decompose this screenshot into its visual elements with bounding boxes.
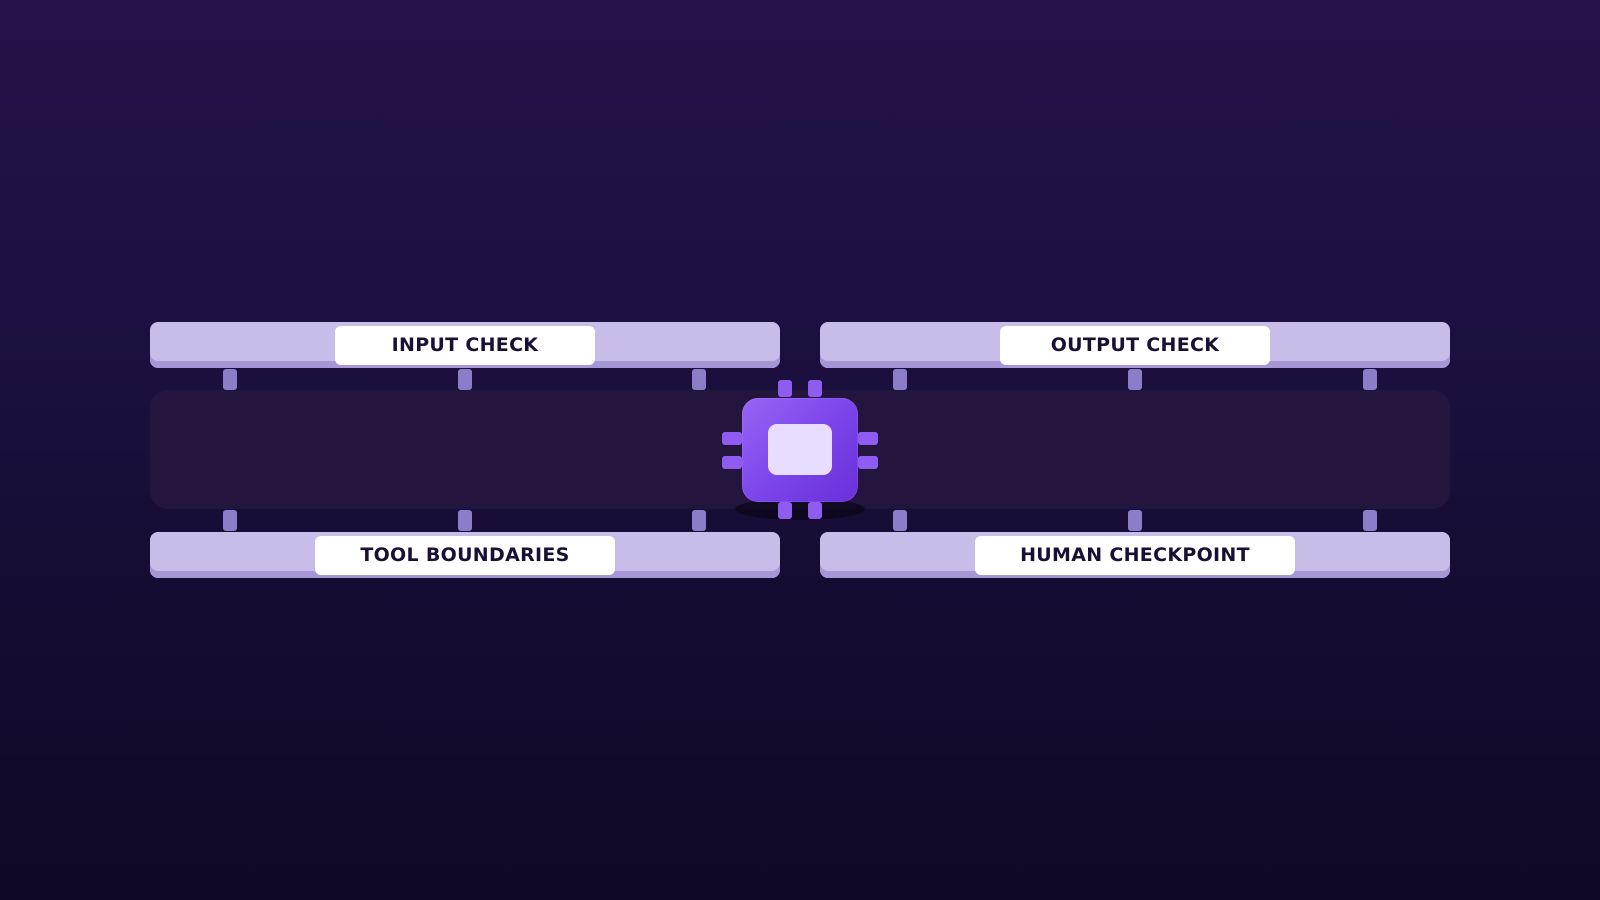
connector-peg — [458, 510, 472, 531]
chip-pin — [722, 432, 742, 445]
chip-pin — [808, 380, 822, 397]
connector-peg — [1128, 510, 1142, 531]
chip-pin — [858, 456, 878, 469]
input-check-bar: INPUT CHECK — [150, 322, 780, 368]
output-check-label: OUTPUT CHECK — [1000, 326, 1270, 365]
connector-peg — [692, 369, 706, 390]
cpu-chip-icon — [742, 398, 858, 502]
tool-boundaries-bar: TOOL BOUNDARIES — [150, 532, 780, 578]
connector-peg — [893, 369, 907, 390]
connector-peg — [1363, 369, 1377, 390]
connector-peg — [1363, 510, 1377, 531]
chip-pin — [722, 456, 742, 469]
human-checkpoint-bar: HUMAN CHECKPOINT — [820, 532, 1450, 578]
chip-shadow — [735, 498, 865, 520]
connector-peg — [1128, 369, 1142, 390]
chip-core — [768, 424, 832, 475]
connector-peg — [223, 510, 237, 531]
connector-peg — [458, 369, 472, 390]
chip-pin — [808, 502, 822, 519]
connector-peg — [893, 510, 907, 531]
input-check-label: INPUT CHECK — [335, 326, 595, 365]
output-check-bar: OUTPUT CHECK — [820, 322, 1450, 368]
connector-peg — [223, 369, 237, 390]
connector-peg — [692, 510, 706, 531]
chip-pin — [778, 380, 792, 397]
tool-boundaries-label: TOOL BOUNDARIES — [315, 536, 615, 575]
human-checkpoint-label: HUMAN CHECKPOINT — [975, 536, 1295, 575]
chip-pin — [858, 432, 878, 445]
chip-pin — [778, 502, 792, 519]
